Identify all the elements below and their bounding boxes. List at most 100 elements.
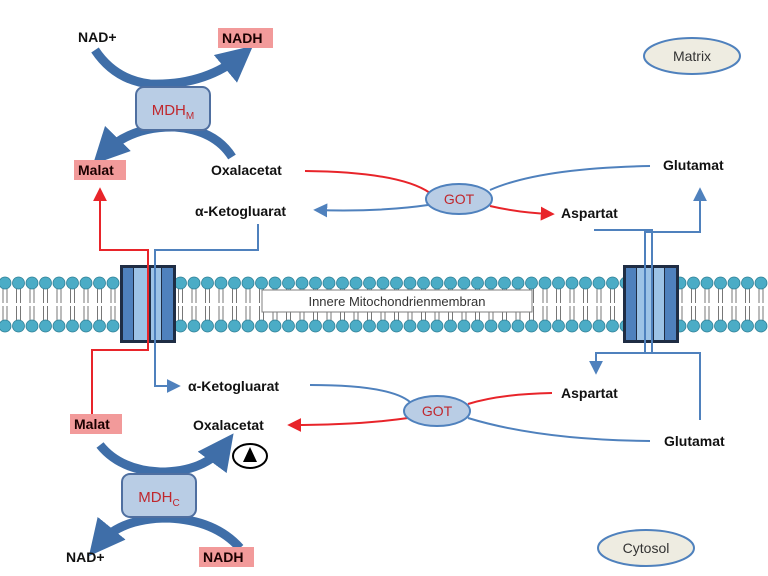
- mdh-cytosol-reaction: MDHC Malat NAD+ NADH: [66, 414, 254, 567]
- lipid-head: [511, 276, 525, 290]
- lipid-head: [565, 319, 579, 333]
- malat-import-arrow: [91, 187, 149, 414]
- lipid-head: [457, 276, 471, 290]
- got-cytosol-enzyme: [403, 395, 471, 427]
- matrix-ketoglutarat-arrow: [313, 203, 429, 218]
- lipid-head: [417, 319, 430, 333]
- lipid-head: [255, 276, 268, 290]
- cytosol-malat-label: Malat: [74, 416, 110, 432]
- lipid-head: [214, 319, 228, 333]
- lipid-head: [93, 319, 106, 333]
- lipid-head: [52, 319, 66, 333]
- matrix-oxalacetat-label: Oxalacetat: [211, 162, 282, 178]
- matrix-nadh-label: NADH: [222, 30, 262, 46]
- cytosol-label: Cytosol: [623, 540, 670, 556]
- matrix-glutamat-label: Glutamat: [663, 157, 724, 173]
- lipid-head: [336, 319, 349, 333]
- lipid-head: [295, 276, 309, 290]
- matrix-nadh-highlight: [218, 28, 273, 48]
- lipid-head: [79, 276, 93, 290]
- lipid-head: [322, 319, 336, 333]
- lipid-head: [444, 319, 457, 333]
- lipid-head: [579, 276, 592, 290]
- matrix-malat-label: Malat: [78, 162, 114, 178]
- lipid-head: [552, 276, 565, 290]
- lipid-head: [403, 319, 417, 333]
- lipid-head: [52, 276, 66, 290]
- lipid-head: [700, 276, 714, 290]
- lipid-head: [390, 319, 403, 333]
- cytosol-nadh-label: NADH: [203, 549, 243, 565]
- lipid-head: [106, 319, 120, 333]
- lipid-head: [498, 319, 511, 333]
- lipid-head: [403, 276, 417, 290]
- lipid-head: [417, 276, 430, 290]
- cytosol-nad-label: NAD+: [66, 549, 105, 565]
- matrix-badge: Matrix: [643, 37, 741, 75]
- lipid-head: [309, 319, 322, 333]
- lipid-head: [579, 319, 592, 333]
- cytosol-malat-highlight: [70, 414, 122, 434]
- lipid-head: [552, 319, 565, 333]
- lipid-head: [525, 319, 538, 333]
- matrix-nad-label: NAD+: [78, 29, 117, 45]
- lipid-head: [484, 319, 498, 333]
- lipid-head: [12, 276, 25, 290]
- lipid-head: [295, 319, 309, 333]
- lipid-head: [741, 276, 754, 290]
- lipid-head: [268, 319, 282, 333]
- lipid-head: [363, 319, 376, 333]
- lipid-head: [66, 276, 79, 290]
- glutamat-import-arrow: [644, 187, 707, 420]
- lipid-head: [241, 276, 255, 290]
- lipid-head: [754, 276, 768, 290]
- mdh-m-enzyme-box: [135, 86, 211, 131]
- got-cytosol-reaction: GOT α-Ketogluarat Aspartat Oxalacetat Gl…: [188, 378, 725, 449]
- ketoglutarat-export-arrow: [154, 224, 259, 393]
- lipid-head: [592, 276, 606, 290]
- lipid-head: [376, 319, 390, 333]
- lipid-head: [12, 319, 25, 333]
- lipid-head: [282, 276, 295, 290]
- matrix-aspartat-label: Aspartat: [561, 205, 618, 221]
- lipid-head: [363, 276, 376, 290]
- lipid-head: [228, 319, 241, 333]
- lipid-head: [174, 276, 187, 290]
- lipid-head: [741, 319, 754, 333]
- lipid-head: [511, 319, 525, 333]
- lipid-head: [93, 276, 106, 290]
- lipid-head: [471, 319, 484, 333]
- lipid-head: [687, 319, 700, 333]
- lipid-head: [201, 276, 214, 290]
- membrane-label: Innere Mitochondrienmembran: [308, 294, 485, 309]
- cytosol-oxalacetat-label: Oxalacetat: [193, 417, 264, 433]
- glutamate-transport-path: [644, 187, 707, 420]
- lipid-head: [714, 319, 727, 333]
- oxalacetate-to-malate-curved-arrow: [93, 122, 236, 165]
- matrix-ketoglutarat-label: α-Ketogluarat: [195, 203, 286, 219]
- mdh-c-label: MDHC: [138, 489, 179, 509]
- mdh-matrix-reaction: MDHM NAD+ NADH Malat Oxalacetat: [74, 28, 282, 180]
- lipid-head: [700, 319, 714, 333]
- nad-to-nadh-curved-arrow: [91, 45, 254, 89]
- lipid-head: [538, 319, 552, 333]
- nadh-to-nad-curved-arrow: [88, 513, 244, 557]
- lipid-head: [457, 319, 471, 333]
- lipid-heads: [0, 276, 768, 333]
- lipid-head: [430, 276, 444, 290]
- lipid-head: [349, 319, 363, 333]
- got-matrix-label: GOT: [444, 191, 475, 207]
- lipid-head: [714, 276, 727, 290]
- lipid-head: [187, 319, 201, 333]
- lipid-head: [214, 276, 228, 290]
- got-cytosol-label: GOT: [422, 403, 453, 419]
- lipid-head: [25, 319, 39, 333]
- lipid-head: [255, 319, 268, 333]
- cytosol-aspartat-label: Aspartat: [561, 385, 618, 401]
- lipid-head: [471, 276, 484, 290]
- lipid-head: [268, 276, 282, 290]
- lipid-head: [349, 276, 363, 290]
- lipid-head: [444, 276, 457, 290]
